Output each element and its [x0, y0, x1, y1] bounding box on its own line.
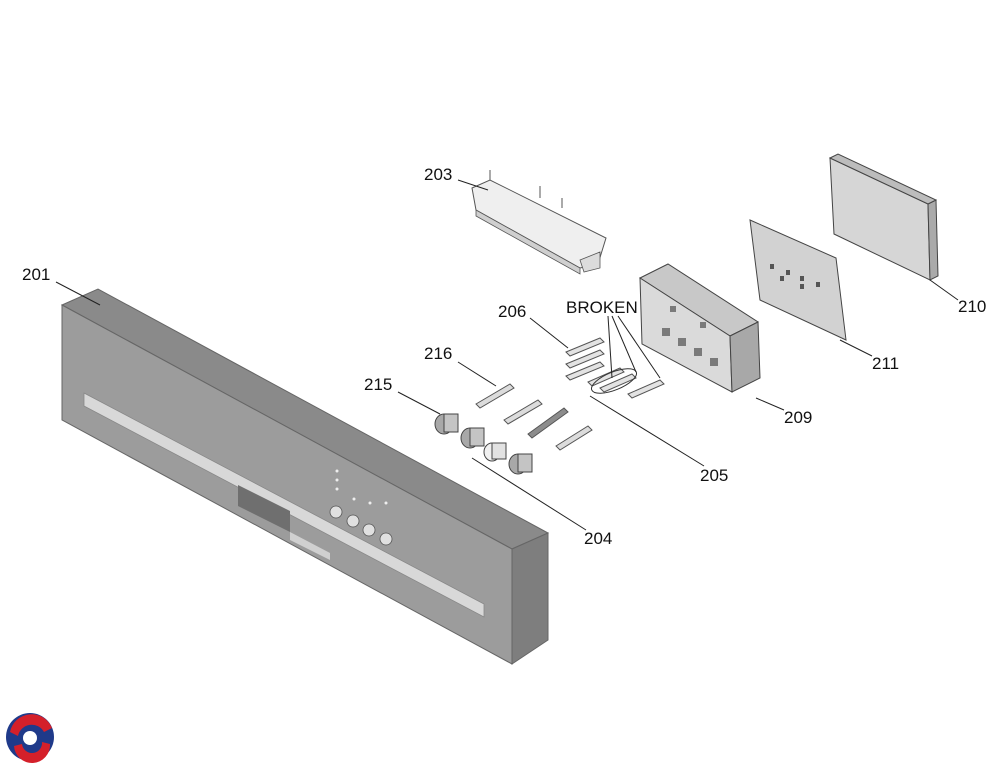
cover-203 — [471, 170, 607, 275]
callout-210: 210 — [958, 297, 987, 316]
broken-highlight — [590, 368, 638, 394]
callout-216: 216 — [424, 344, 453, 363]
callout-215: 215 — [364, 375, 393, 394]
callout-204: 204 — [584, 529, 613, 548]
broken-annotation: BROKEN — [566, 298, 638, 317]
callout-205: 205 — [700, 466, 729, 485]
rods-206 — [565, 337, 665, 399]
plate-211 — [749, 219, 847, 341]
knob-204 — [483, 442, 507, 462]
callout-209: 209 — [784, 408, 813, 427]
levers-216 — [475, 383, 593, 451]
swirl-logo-icon — [6, 713, 54, 764]
control-panel-201 — [60, 288, 550, 665]
knobs-215 — [434, 413, 533, 475]
callout-206: 206 — [498, 302, 527, 321]
callout-211: 211 — [872, 354, 900, 373]
callout-203: 203 — [424, 165, 453, 184]
control-module-209 — [638, 263, 761, 393]
bracket-210 — [828, 153, 939, 281]
leader-lines — [55, 179, 959, 531]
callout-201: 201 — [22, 265, 51, 284]
